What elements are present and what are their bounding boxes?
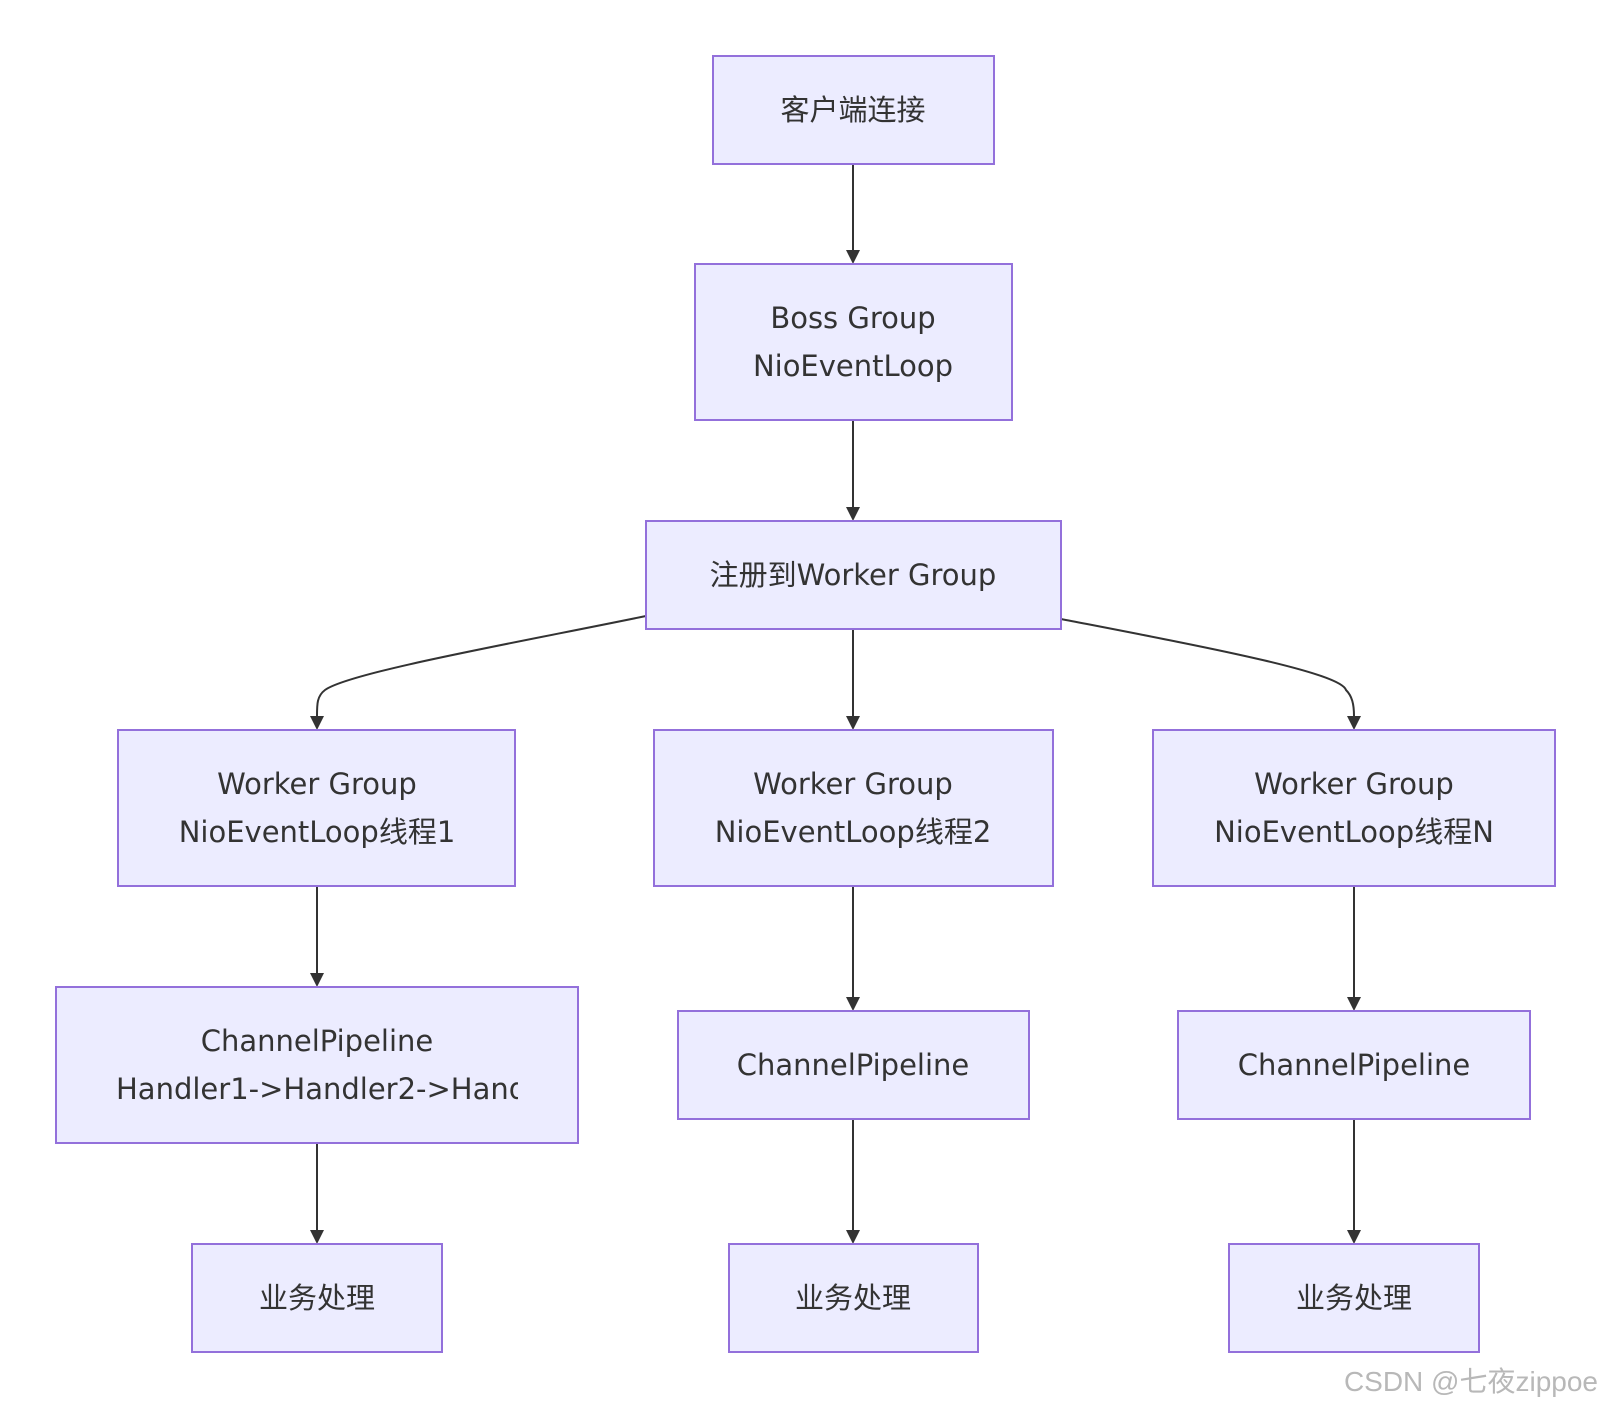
arrowhead-worker2-to-pipeline2 — [846, 997, 860, 1011]
node-pipeline-n-label: ChannelPipeline — [1238, 1048, 1471, 1082]
edges-layer — [310, 164, 1361, 1244]
arrowhead-workerN-to-pipelineN — [1347, 997, 1361, 1011]
arrowhead-pipelineN-to-bizN — [1347, 1230, 1361, 1244]
node-pipeline-1-line2: Handler1->Handler2->Handl — [116, 1072, 535, 1106]
watermark: CSDN @七夜zippoe — [1343, 1366, 1598, 1397]
node-worker-1-line1: Worker Group — [217, 767, 417, 801]
node-worker-n: Worker Group NioEventLoop线程N — [1152, 729, 1556, 887]
node-register-worker: 注册到Worker Group — [645, 520, 1062, 630]
arrowhead-client-to-boss — [846, 250, 860, 264]
node-business-1-label: 业务处理 — [259, 1281, 375, 1315]
node-pipeline-2: ChannelPipeline — [677, 1010, 1030, 1120]
arrowhead-boss-to-register — [846, 507, 860, 521]
node-pipeline-n: ChannelPipeline — [1177, 1010, 1531, 1120]
node-worker-n-line2: NioEventLoop线程N — [1214, 815, 1494, 849]
node-business-n-label: 业务处理 — [1296, 1281, 1412, 1315]
node-worker-2-line2: NioEventLoop线程2 — [715, 815, 992, 849]
arrowhead-register-to-worker1 — [310, 716, 324, 730]
edge-register-to-workerN — [1060, 618, 1355, 717]
node-worker-2: Worker Group NioEventLoop线程2 — [653, 729, 1054, 887]
node-business-1: 业务处理 — [191, 1243, 443, 1353]
arrowhead-pipeline1-to-biz1 — [310, 1230, 324, 1244]
node-pipeline-1-line1: ChannelPipeline — [201, 1024, 434, 1058]
arrowhead-register-to-worker2 — [846, 716, 860, 730]
node-worker-2-line1: Worker Group — [753, 767, 953, 801]
node-boss-group-line2: NioEventLoop — [753, 349, 953, 383]
node-pipeline-2-label: ChannelPipeline — [737, 1048, 970, 1082]
node-boss-group-line1: Boss Group — [770, 301, 935, 335]
arrowhead-pipeline2-to-biz2 — [846, 1230, 860, 1244]
node-worker-n-line1: Worker Group — [1254, 767, 1454, 801]
arrowhead-register-to-workerN — [1347, 716, 1361, 730]
node-business-n: 业务处理 — [1228, 1243, 1480, 1353]
node-register-worker-label: 注册到Worker Group — [710, 558, 997, 592]
node-business-2: 业务处理 — [728, 1243, 979, 1353]
node-client-label: 客户端连接 — [780, 93, 925, 127]
node-client: 客户端连接 — [712, 55, 995, 165]
node-worker-1: Worker Group NioEventLoop线程1 — [117, 729, 516, 887]
node-business-2-label: 业务处理 — [795, 1281, 911, 1315]
node-worker-1-line2: NioEventLoop线程1 — [179, 815, 456, 849]
edge-register-to-worker1 — [316, 615, 647, 717]
node-pipeline-1: ChannelPipeline Handler1->Handler2->Hand… — [55, 986, 579, 1144]
arrowhead-worker1-to-pipeline1 — [310, 973, 324, 987]
node-boss-group: Boss Group NioEventLoop — [694, 263, 1013, 421]
